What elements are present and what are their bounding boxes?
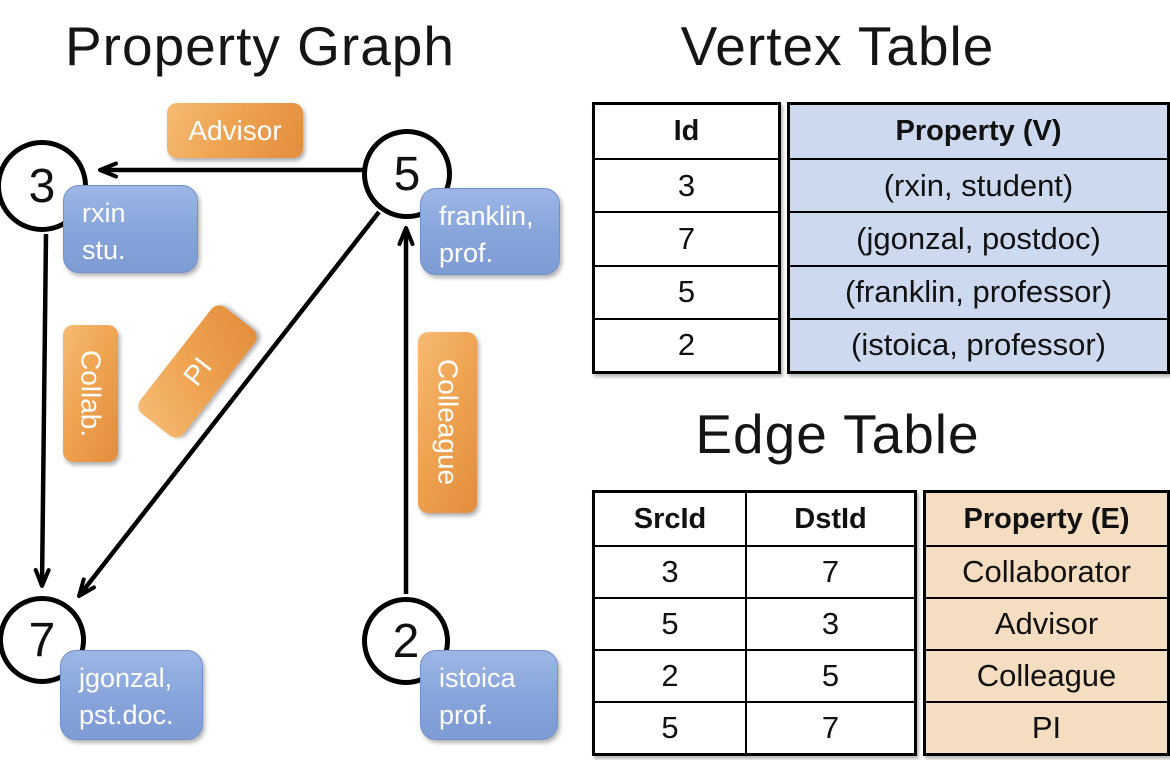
vertex-property-line: rxin [82,198,126,228]
edge-table-cell: 2 [595,649,745,701]
vertex-table-header-id: Id [673,115,700,148]
vertex-table-cell: (rxin, student) [790,158,1167,212]
node-2-id: 2 [392,614,420,668]
vertex-table-cell: 7 [595,211,778,264]
edge-table-header-srcid: SrcId [633,502,707,535]
vertex-property-line: prof. [439,700,494,730]
vertex-property-line: prof. [439,238,494,268]
vertex-property-line: pst.doc. [79,700,174,730]
edge-table-cell: 3 [595,545,745,597]
property-graph-title: Property Graph [64,15,455,77]
node-7-id: 7 [28,613,56,667]
edge-label-advisor: Advisor [167,103,303,158]
vertex-property-box-jgonzal: jgonzal, pst.doc. [60,650,203,740]
vertex-table-cell: (franklin, professor) [790,264,1167,318]
graph-edges-layer [33,161,415,598]
vertex-property-box-istoica: istoica prof. [420,650,558,740]
edge-table-title: Edge Table [695,403,980,465]
vertex-table-id-column: Id 3 7 5 2 [592,102,781,374]
vertex-table-cell: (istoica, professor) [790,317,1167,371]
edge-table-cell: Collaborator [926,545,1167,597]
edge-table-cell: 7 [745,545,914,597]
edge-table-cell: PI [926,701,1167,753]
edge-label-colleague: Colleague [418,332,477,513]
vertex-property-line: stu. [82,235,126,265]
vertex-table-title: Vertex Table [680,15,995,77]
vertex-property-box-rxin: rxin stu. [63,185,198,273]
vertex-property-box-franklin: franklin, prof. [420,188,560,275]
edge-table-header-property: Property (E) [926,493,1167,545]
graph-node-2: 2 [362,597,450,685]
edge-table-cell: 5 [745,649,914,701]
vertex-table-property-column: Property (V) (rxin, student) (jgonzal, p… [787,102,1170,374]
edge-table-cell: Colleague [926,649,1167,701]
node-3-id: 3 [28,159,56,213]
edge-5-to-7-pi [77,210,381,598]
edge-table-cell: Advisor [926,597,1167,649]
edge-table-cell: 3 [745,597,914,649]
node-5-id: 5 [393,147,421,201]
vertex-table-header-property: Property (V) [790,105,1167,159]
edge-3-to-7-collaborator [33,233,51,588]
graph-node-5: 5 [362,129,452,219]
vertex-table-cell: 2 [595,317,778,371]
vertex-property-line: jgonzal, [79,663,173,693]
edge-table-cell: 5 [595,701,745,753]
vertex-table-cell: (jgonzal, postdoc) [790,211,1167,265]
edge-table-header-dstid: DstId [745,493,914,545]
vertex-table-cell: 3 [595,158,778,211]
edge-table-property-column: Property (E) Collaborator Advisor Collea… [923,490,1170,756]
vertex-table-cell: 5 [595,264,778,318]
edge-label-collab: Collab. [63,325,118,462]
edge-table-cell: 5 [595,597,745,649]
vertex-property-line: istoica [439,663,516,693]
edge-table-id-columns: SrcId DstId 3 7 5 3 2 5 5 7 [592,490,917,756]
edge-table-cell: 7 [745,701,914,753]
vertex-property-line: franklin, [439,201,534,231]
